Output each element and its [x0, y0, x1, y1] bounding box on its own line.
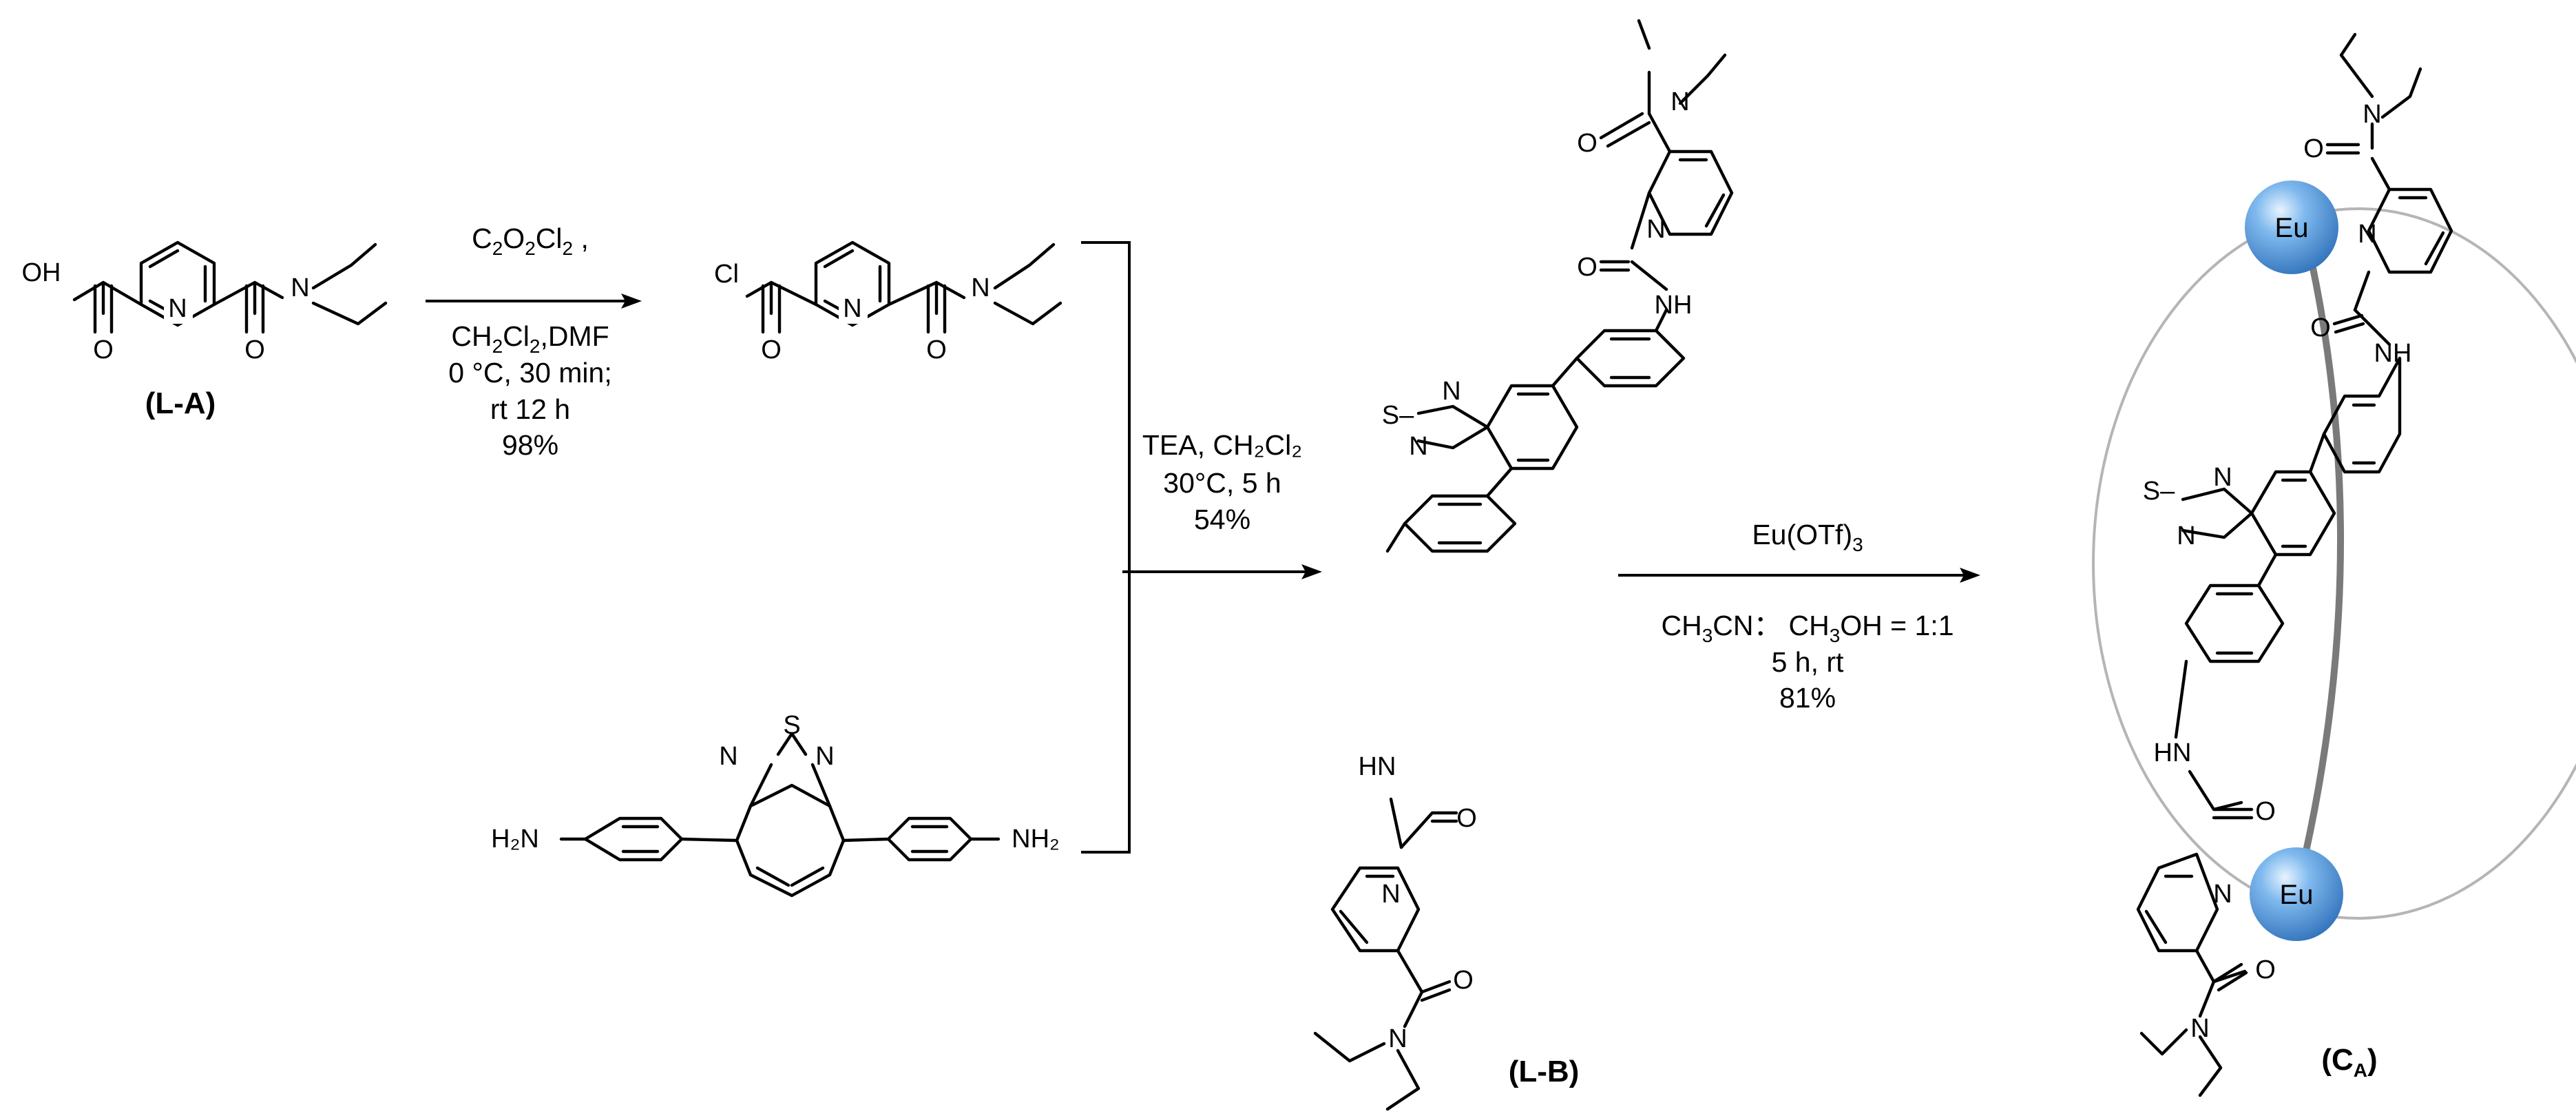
lb-atom-o2-top: O — [1577, 253, 1598, 282]
la-atom-oh: OH — [22, 258, 61, 287]
la-atom-o2: O — [244, 335, 265, 364]
ca-atom-nh: NH — [2374, 339, 2412, 368]
lb-atom-n-btd: N — [1442, 377, 1460, 406]
acl-atom-n: N — [843, 294, 861, 323]
lb-atom-o-bot: O — [1456, 804, 1477, 833]
lb-atom-n-pyr-top: N — [1646, 215, 1665, 244]
label-ca: (CA) — [2321, 1043, 2377, 1081]
ca-atom-hn: HN — [2154, 738, 2192, 767]
eu-label-top: Eu — [2275, 213, 2309, 243]
ca-atom-n-pyr-bot: N — [2213, 880, 2232, 909]
lb-atom-n-top: N — [1671, 87, 1689, 116]
step2-yield: 54% — [1194, 504, 1250, 535]
acl-atom-cl: Cl — [714, 260, 739, 289]
step1-solvent: CH2Cl2,DMF — [451, 320, 609, 357]
lb-atom-o-top: O — [1577, 129, 1598, 158]
label-lb: (L-B) — [1509, 1055, 1580, 1088]
acl-atom-n2: N — [971, 273, 989, 302]
compound-diamine: H₂N NH₂ S N N — [491, 711, 1060, 898]
ca-macrocycle-ring — [2092, 207, 2576, 920]
ca-atom-o2-top: O — [2310, 313, 2331, 342]
diamine-atom-nh2: NH₂ — [1012, 825, 1060, 854]
label-la: (L-A) — [145, 386, 216, 420]
step1-reagent: C2O2Cl2 , — [472, 223, 589, 259]
step1-yield: 98% — [502, 429, 558, 461]
ca-atom-s: S– — [2143, 477, 2175, 506]
arrowhead-step2 — [1301, 564, 1322, 579]
ca-bridge — [2296, 254, 2344, 880]
compound-acid-chloride: N Cl O O N — [714, 240, 1062, 364]
combine-bracket — [1081, 241, 1131, 854]
compound-la: N OH O O N — [22, 240, 388, 364]
lb-atom-nh: NH — [1655, 291, 1693, 320]
lb-atom-o2-bot: O — [1453, 966, 1474, 995]
ca-atom-n-pyr-top: N — [2358, 220, 2376, 249]
acl-atom-o2: O — [926, 335, 947, 364]
ca-atom-o-bot: O — [2255, 797, 2276, 826]
ca-atom-o-top: O — [2303, 134, 2324, 163]
lb-atom-n-pyr-bot: N — [1381, 880, 1400, 909]
eu-sphere-bottom — [2250, 847, 2343, 941]
step3-time: 5 h, rt — [1772, 646, 1844, 678]
la-atom-o: O — [93, 335, 114, 364]
la-bonds — [72, 240, 388, 334]
arrowhead-step1 — [621, 293, 642, 309]
lb-atom-s: S– — [1382, 401, 1414, 430]
diamine-atom-s: S — [783, 711, 800, 740]
eu-sphere-top — [2245, 180, 2338, 274]
ca-atom-n-btd: N — [2213, 463, 2232, 492]
arrowhead-step3 — [1960, 568, 1980, 583]
ca-atom-o2-bot: O — [2255, 955, 2276, 984]
eu-label-bottom: Eu — [2280, 880, 2314, 910]
step3-yield: 81% — [1779, 682, 1836, 714]
ca-atom-n-top: N — [2363, 100, 2381, 129]
diamine-atom-h2n: H₂N — [491, 825, 539, 854]
diamine-atom-n2: N — [815, 742, 834, 771]
lb-atom-n2-btd: N — [1409, 432, 1427, 461]
lb-atom-hn: HN — [1359, 752, 1396, 781]
ca-atom-n2-btd: N — [2177, 521, 2195, 550]
step3-solvent: CH3CN：CH3OH = 1:1 — [1661, 610, 1954, 646]
compound-lb: N O N O NH S– N N HN O N O N — [1313, 19, 1734, 1111]
acl-atom-o: O — [761, 335, 782, 364]
step3-reagent: Eu(OTf)3 — [1752, 519, 1863, 555]
step2-cond1: TEA, CH₂Cl₂ — [1142, 429, 1302, 461]
la-atom-n: N — [168, 294, 187, 323]
ca-atom-n-bot: N — [2190, 1014, 2209, 1043]
step1-time: rt 12 h — [490, 393, 570, 425]
diamine-atom-n: N — [719, 742, 737, 771]
compound-ca: Eu Eu N O N O NH S– N N HN O N O N — [2092, 32, 2576, 1097]
step2-cond2: 30°C, 5 h — [1163, 467, 1281, 499]
step1-temp: 0 °C, 30 min; — [448, 357, 611, 389]
la-atom-n2: N — [291, 273, 309, 302]
lb-atom-n-bot: N — [1388, 1024, 1407, 1053]
